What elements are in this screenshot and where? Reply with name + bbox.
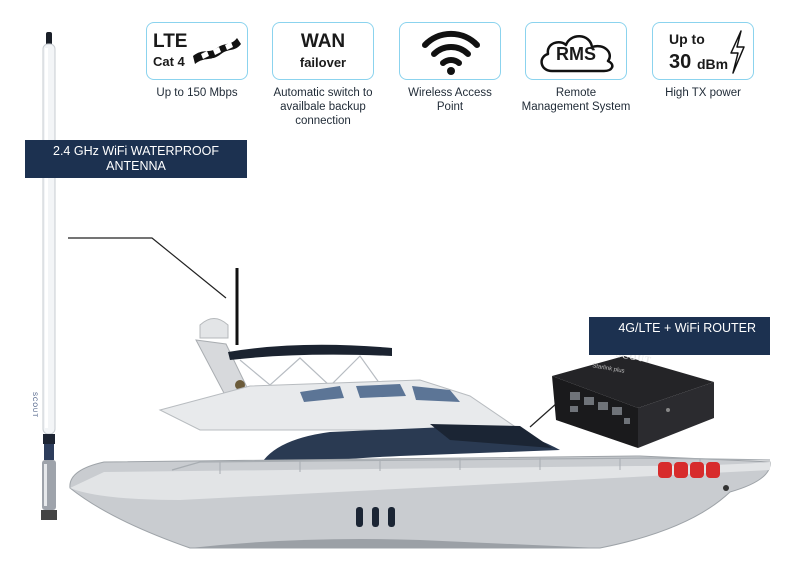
power-value: 30 — [669, 51, 692, 73]
fenders — [658, 462, 720, 478]
radome — [199, 318, 229, 339]
antenna-brand-label: SCOUT — [31, 392, 37, 418]
wan-tile: WAN failover — [272, 22, 374, 80]
wifi-icon — [422, 30, 480, 75]
lte-tile: LTE Cat 4 — [146, 22, 248, 80]
wifi-caption: Wireless Access Point — [408, 87, 492, 113]
porthole — [388, 507, 395, 527]
wan-title: WAN — [300, 31, 346, 52]
wan-subtitle: failover — [299, 55, 347, 70]
lte-category: Cat 4 — [153, 54, 185, 69]
feature-wifi: Wireless Access Point — [395, 22, 505, 114]
router-device — [552, 356, 714, 448]
power-unit: dBm — [697, 56, 729, 72]
wan-caption: Automatic switch to availbale backup con… — [273, 87, 373, 127]
antenna-callout-line — [68, 237, 227, 299]
power-caption: High TX power — [665, 87, 741, 99]
cloud-icon — [540, 35, 614, 73]
checkered-flag-icon — [193, 38, 241, 64]
wifi-antenna-product — [41, 32, 57, 520]
router-banner: 4G/LTE + WiFi ROUTER — [589, 317, 770, 355]
feature-rms: RMS Remote Management System — [521, 22, 631, 114]
feature-lte: LTE Cat 4 Up to 150 Mbps — [142, 22, 252, 100]
antenna-banner: 2.4 GHz WiFi WATERPROOF ANTENNA — [25, 140, 247, 178]
rms-caption: Remote Management System — [521, 87, 631, 113]
power-prefix: Up to — [669, 31, 705, 47]
wifi-tile — [399, 22, 501, 80]
rms-title: RMS — [556, 44, 596, 64]
feature-power: Up to 30 dBm High TX power — [648, 22, 758, 100]
bimini-top — [228, 344, 392, 360]
porthole — [372, 507, 379, 527]
rms-tile: RMS — [525, 22, 627, 80]
lte-title: LTE — [153, 31, 188, 52]
lte-caption: Up to 150 Mbps — [156, 87, 238, 99]
porthole — [356, 507, 363, 527]
power-tile: Up to 30 dBm — [652, 22, 754, 80]
lightning-icon — [730, 30, 745, 74]
feature-wan: WAN failover Automatic switch to availba… — [268, 22, 378, 128]
